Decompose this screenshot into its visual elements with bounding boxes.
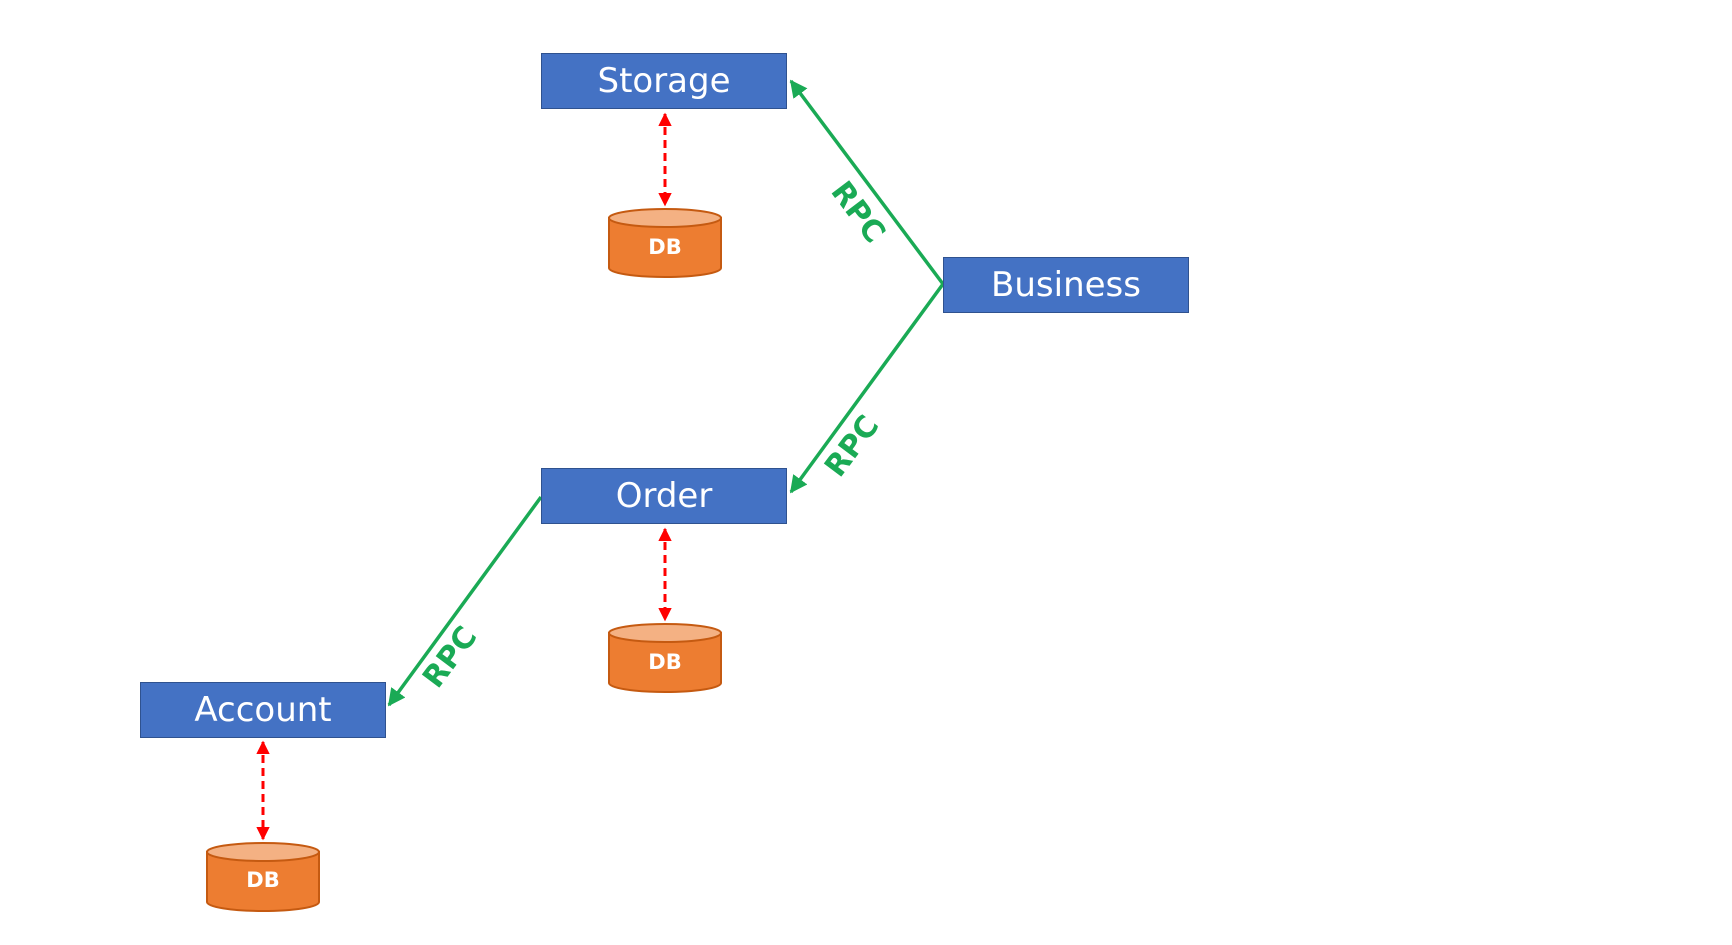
rpc-line-business-order bbox=[789, 282, 945, 494]
account-db-label: DB bbox=[246, 868, 279, 892]
order-service-label: Order bbox=[615, 476, 713, 516]
account-db-cylinder: DB bbox=[206, 842, 320, 912]
account-service-label: Account bbox=[194, 690, 332, 730]
storage-db-cylinder: DB bbox=[608, 208, 722, 278]
rpc-label-order-account: RPC bbox=[416, 620, 484, 695]
storage-service-box: Storage bbox=[541, 53, 787, 109]
rpc-label-business-order: RPC bbox=[818, 409, 886, 484]
storage-db-label: DB bbox=[648, 235, 681, 259]
business-service-box: Business bbox=[943, 257, 1189, 313]
order-db-cylinder: DB bbox=[608, 623, 722, 693]
storage-service-label: Storage bbox=[597, 61, 731, 101]
rpc-label-business-storage: RPC bbox=[824, 175, 892, 250]
business-service-label: Business bbox=[991, 265, 1141, 305]
order-db-label: DB bbox=[648, 650, 681, 674]
rpc-line-business-storage bbox=[789, 79, 945, 286]
rpc-line-order-account bbox=[387, 495, 543, 707]
order-service-box: Order bbox=[541, 468, 787, 524]
account-service-box: Account bbox=[140, 682, 386, 738]
